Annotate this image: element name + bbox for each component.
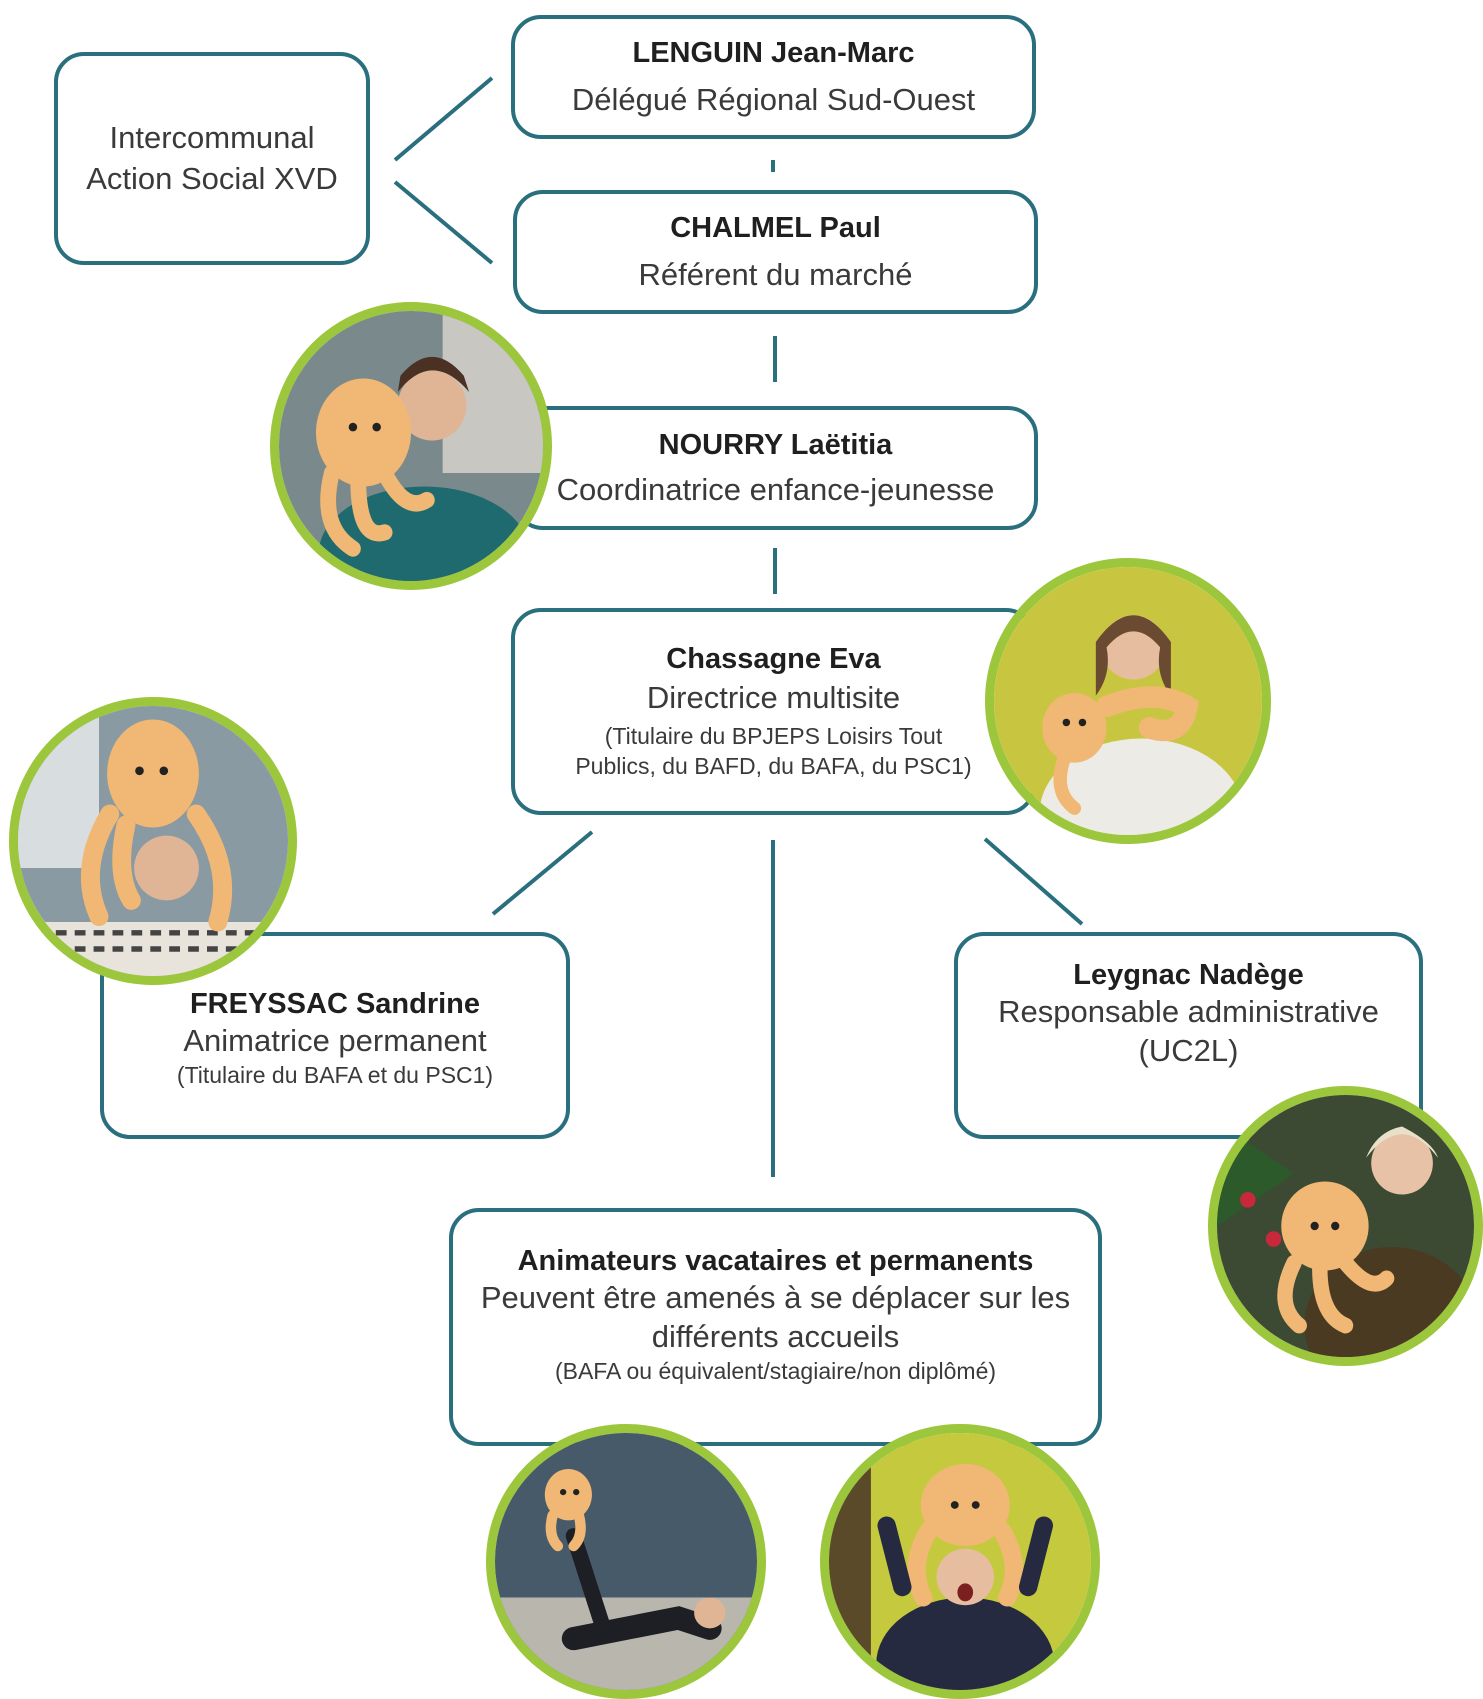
animateurs-role-line1: Peuvent être amenés à se déplacer sur le… xyxy=(480,1280,1071,1316)
animateur-photo-1 xyxy=(486,1424,766,1699)
lenguin-role: Délégué Régional Sud-Ouest xyxy=(571,81,976,117)
leygnac-role-line2: (UC2L) xyxy=(1138,1032,1239,1068)
intercommunal-label-line1: Intercommunal xyxy=(109,120,315,156)
freyssac-name: FREYSSAC Sandrine xyxy=(189,988,481,1021)
animateurs-note: (BAFA ou équivalent/stagiaire/non diplôm… xyxy=(554,1357,997,1384)
chassagne-box: Chassagne Eva Directrice multisite (Titu… xyxy=(511,608,1036,815)
lenguin-box: LENGUIN Jean-Marc Délégué Régional Sud-O… xyxy=(511,15,1036,139)
connector-intercommunal-chalmel xyxy=(393,180,494,265)
intercommunal-label-line2: Action Social XVD xyxy=(86,160,338,196)
chalmel-role: Référent du marché xyxy=(638,256,913,292)
nourry-photo xyxy=(270,302,552,590)
leygnac-role-line1: Responsable administrative xyxy=(998,993,1379,1029)
connector-intercommunal-lenguin xyxy=(393,76,494,162)
freyssac-role: Animatrice permanent xyxy=(183,1023,487,1059)
intercommunal-box: Intercommunal Action Social XVD xyxy=(54,52,370,265)
freyssac-box: FREYSSAC Sandrine Animatrice permanent (… xyxy=(100,932,570,1139)
nourry-box: NOURRY Laëtitia Coordinatrice enfance-je… xyxy=(513,406,1038,530)
freyssac-note: (Titulaire du BAFA et du PSC1) xyxy=(176,1062,494,1089)
chassagne-photo xyxy=(985,558,1271,844)
animateurs-name: Animateurs vacataires et permanents xyxy=(517,1245,1034,1278)
chassagne-role: Directrice multisite xyxy=(646,680,901,716)
leygnac-photo xyxy=(1208,1086,1483,1366)
freyssac-photo xyxy=(9,697,297,985)
animateurs-box: Animateurs vacataires et permanents Peuv… xyxy=(449,1208,1102,1446)
lenguin-name: LENGUIN Jean-Marc xyxy=(632,36,915,69)
connector-chassagne-leygnac xyxy=(983,837,1084,926)
chassagne-name: Chassagne Eva xyxy=(666,643,881,676)
chalmel-box: CHALMEL Paul Référent du marché xyxy=(513,190,1038,314)
animateurs-role-line2: différents accueils xyxy=(651,1319,900,1355)
chassagne-note-line1: (Titulaire du BPJEPS Loisirs Tout xyxy=(604,723,943,750)
connector-chassagne-freyssac xyxy=(491,830,594,916)
chassagne-note-line2: Publics, du BAFD, du BAFA, du PSC1) xyxy=(575,753,972,779)
nourry-name: NOURRY Laëtitia xyxy=(658,428,893,461)
chalmel-name: CHALMEL Paul xyxy=(670,211,881,244)
leygnac-name: Leygnac Nadège xyxy=(1073,958,1304,991)
nourry-role: Coordinatrice enfance-jeunesse xyxy=(556,471,995,507)
animateur-photo-2 xyxy=(820,1424,1100,1699)
